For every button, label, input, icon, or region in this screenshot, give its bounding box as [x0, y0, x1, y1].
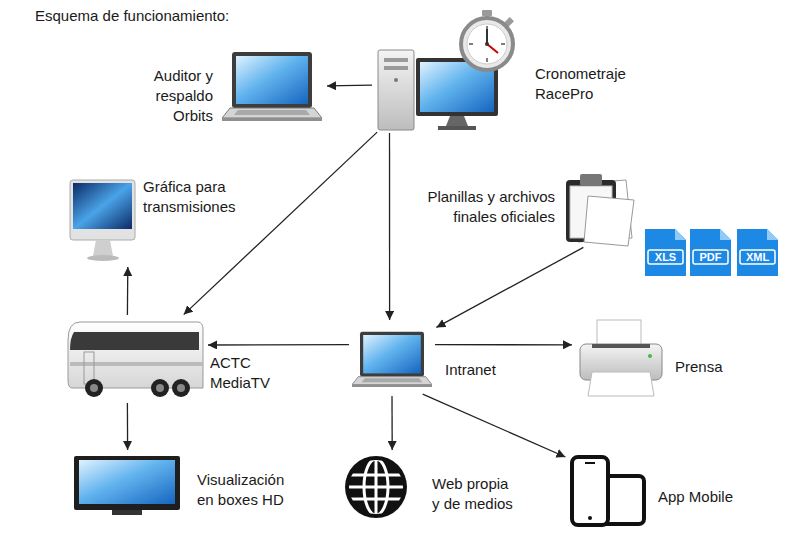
laptop-icon: [222, 52, 322, 121]
flow-arrow: [391, 396, 393, 450]
node-label: Prensa: [675, 357, 755, 377]
tv-icon: [74, 456, 180, 515]
node-label: App Mobile: [658, 487, 758, 507]
node-label: ACTC MediaTV: [210, 353, 278, 393]
imac-icon: [70, 180, 135, 261]
flow-arrow: [435, 344, 572, 345]
flow-arrow: [389, 133, 390, 320]
flow-arrow: [184, 132, 378, 315]
diagram-title: Esquema de funcionamiento:: [35, 7, 229, 24]
intranet-node: Intranet: [352, 325, 432, 393]
laptop-node: Auditor y respaldo Orbits: [222, 50, 322, 122]
mobile-devices-icon: [572, 457, 644, 525]
file-type-label: XML: [740, 250, 775, 264]
clipboard-node: Planillas y archivos finales oficiales: [565, 172, 635, 246]
bus-icon: [68, 322, 203, 397]
web-node: Web propia y de medios: [345, 455, 408, 520]
tv-node: Visualización en boxes HD: [73, 455, 180, 515]
broadcast-graphics-node: Gráfica para transmisiones: [70, 180, 135, 262]
node-label: Intranet: [445, 360, 525, 380]
file-type-label: XLS: [648, 250, 683, 264]
media-bus-node: ACTC MediaTV: [68, 318, 203, 400]
node-label: Cronometraje RacePro: [535, 64, 635, 104]
flow-arrow: [127, 403, 128, 450]
node-label: Gráfica para transmisiones: [143, 177, 243, 217]
laptop-icon: [352, 332, 432, 387]
node-label: Visualización en boxes HD: [197, 470, 297, 510]
node-label: Auditor y respaldo Orbits: [136, 66, 213, 126]
flow-arrow: [327, 84, 372, 86]
stopwatch-icon: [461, 10, 514, 70]
file-type-label: PDF: [693, 250, 728, 264]
flow-arrow: [127, 267, 129, 315]
clipboard-icon: [566, 174, 634, 246]
flow-arrow: [436, 247, 583, 327]
printer-icon: [580, 320, 662, 396]
flow-arrow: [423, 394, 566, 457]
node-label: Planillas y archivos finales oficiales: [413, 187, 555, 227]
mobile-app-node: App Mobile: [570, 457, 646, 525]
flow-arrow: [208, 344, 349, 346]
timing-computer-node: Cronometraje RacePro: [375, 10, 520, 130]
printer-node: Prensa: [577, 320, 663, 400]
globe-icon: [344, 455, 408, 519]
file-type-icons: [645, 229, 778, 276]
node-label: Web propia y de medios: [432, 474, 516, 514]
